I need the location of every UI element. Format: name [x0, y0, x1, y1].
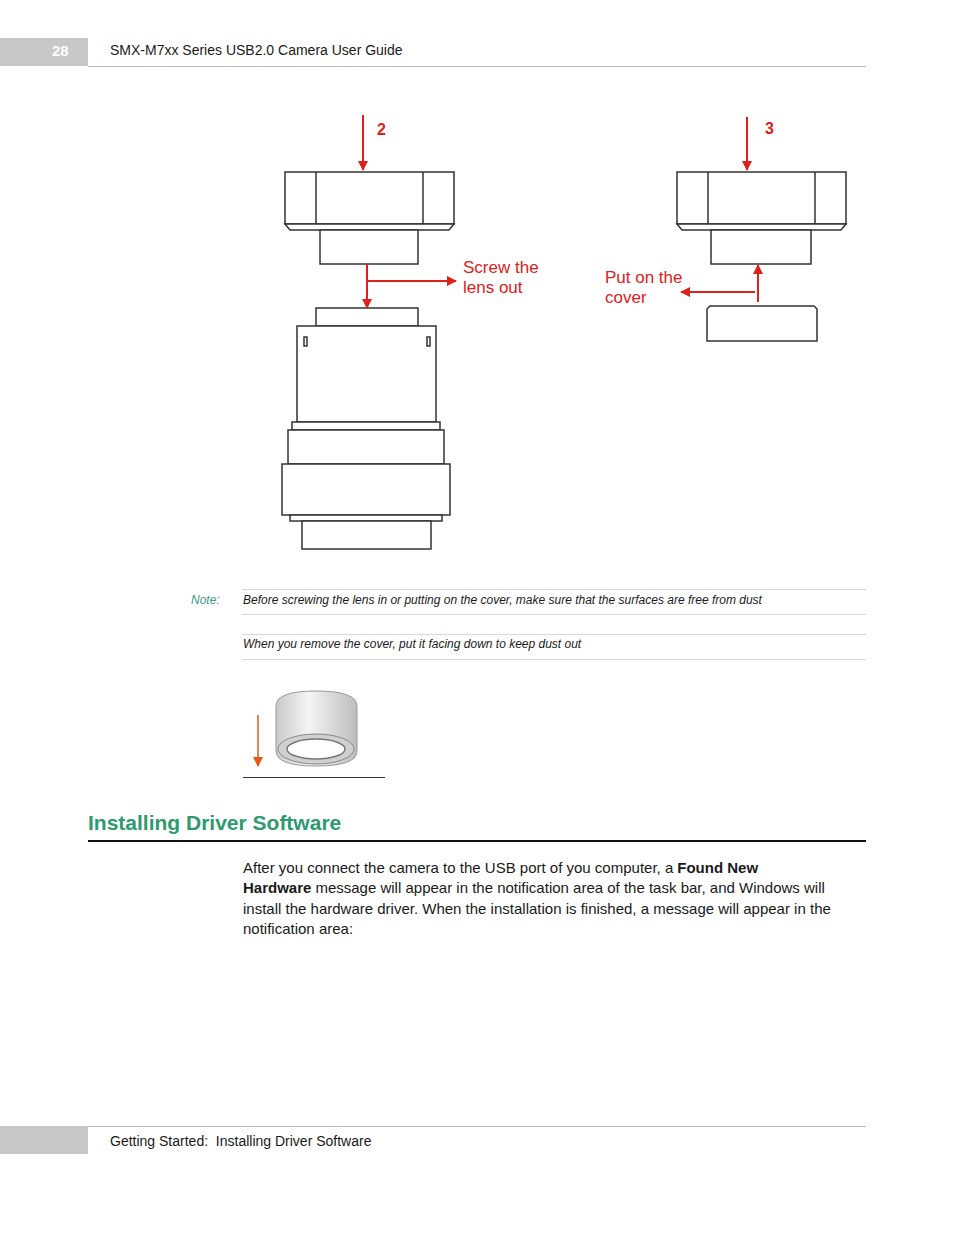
callout-label: Screw the lens out [463, 258, 555, 298]
callout-number: 3 [765, 120, 774, 138]
body-paragraph: After you connect the camera to the USB … [243, 858, 865, 940]
footer-text: Getting Started: Installing Driver Softw… [110, 1133, 371, 1149]
callout-number: 2 [377, 121, 386, 139]
note-text: Before screwing the lens in or putting o… [243, 593, 762, 607]
note-text: When you remove the cover, put it facing… [243, 637, 581, 651]
header-title: SMX-M7xx Series USB2.0 Camera User Guide [110, 42, 403, 58]
body-text: After you connect the camera to the USB … [243, 859, 673, 876]
body-text: message will appear in the notification … [243, 879, 831, 937]
page-number: 28 [52, 42, 69, 59]
note-label: Note: [191, 593, 220, 607]
callout-label: Put on the cover [605, 268, 685, 308]
section-heading: Installing Driver Software [88, 811, 341, 835]
